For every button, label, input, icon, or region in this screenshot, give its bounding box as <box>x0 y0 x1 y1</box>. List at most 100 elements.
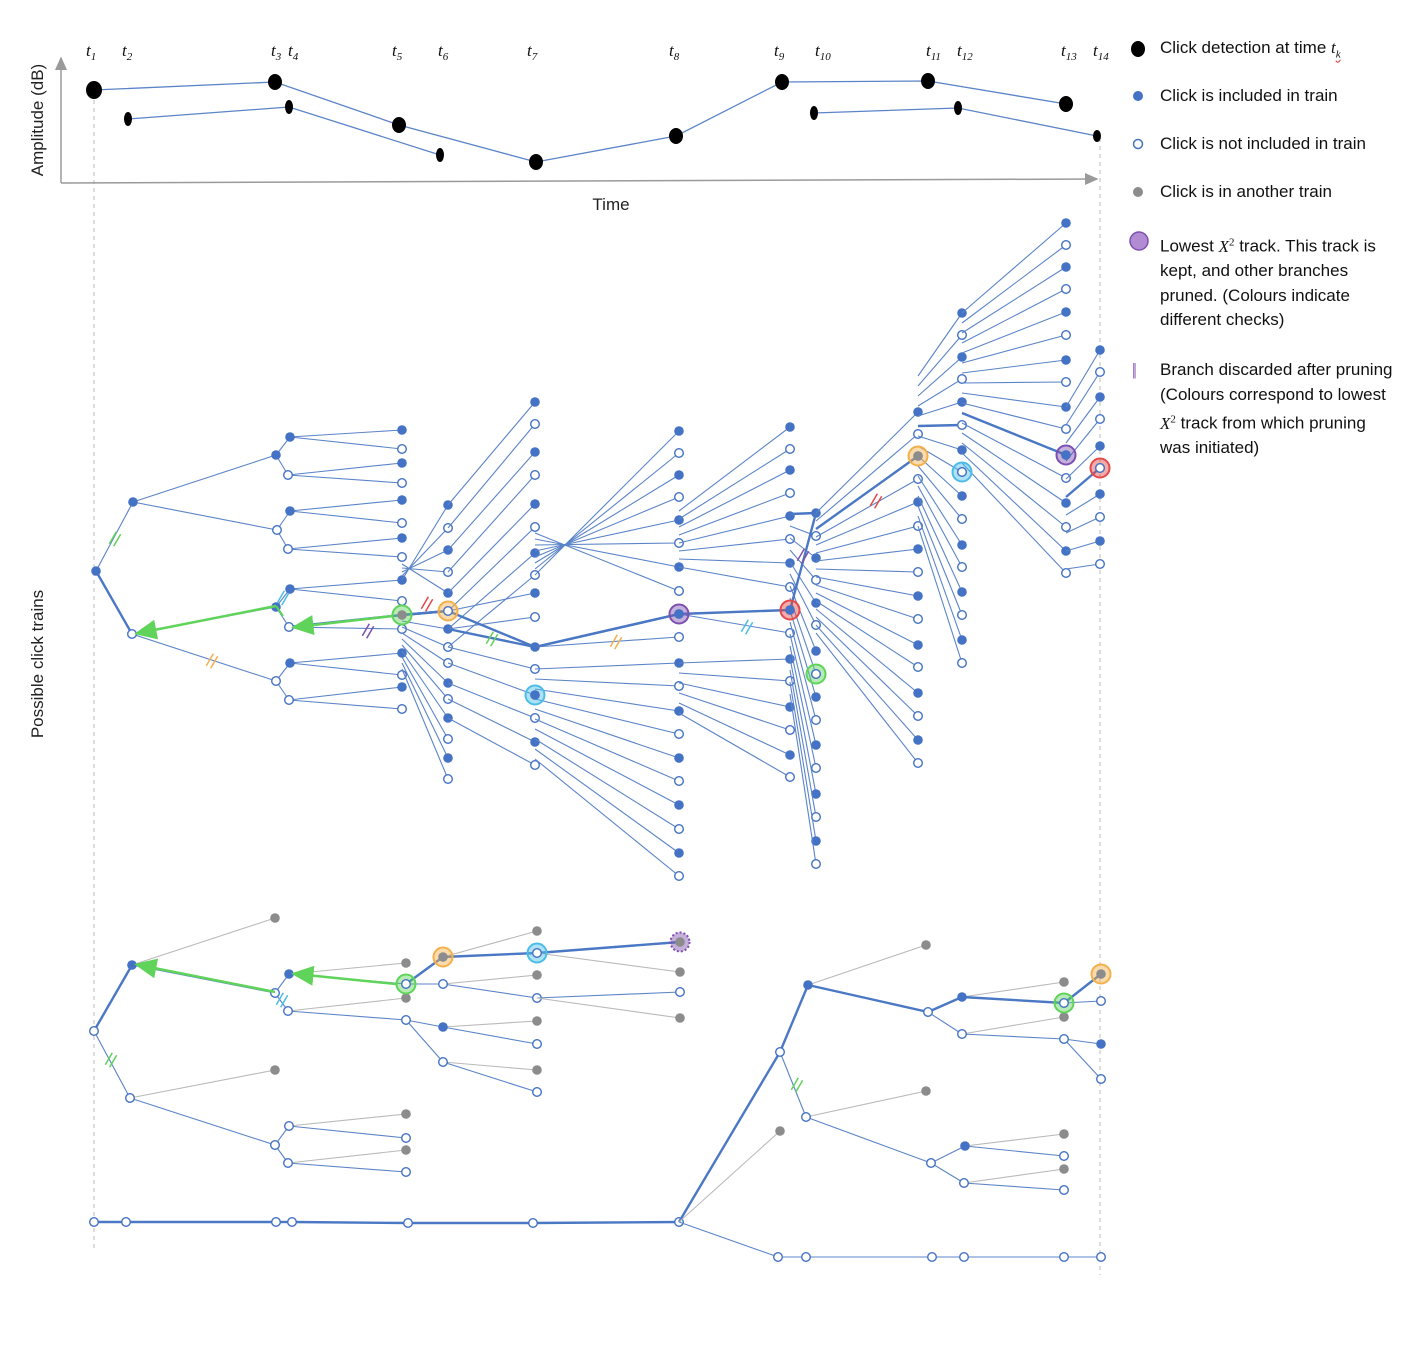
tree-edge <box>447 698 536 743</box>
node-not-included <box>1094 559 1105 570</box>
tree-edge <box>289 436 403 450</box>
node-not-included <box>926 1157 937 1168</box>
tree-edge <box>815 632 919 764</box>
node-included <box>285 506 295 516</box>
node-not-included <box>1058 1033 1069 1044</box>
node-other-train <box>532 1016 542 1026</box>
node-not-included <box>674 871 685 882</box>
tree-edge <box>815 600 919 668</box>
discard-mark-purple-2 <box>796 548 810 564</box>
tree-edge <box>534 532 680 592</box>
node-included <box>811 598 821 608</box>
node-not-included <box>957 514 968 525</box>
node-not-included <box>927 1251 938 1262</box>
tree-edge <box>789 573 817 626</box>
hollow-blue-node-icon <box>1132 138 1144 150</box>
tree-edge <box>961 1033 1065 1040</box>
tree-edge <box>131 917 276 966</box>
node-included <box>957 635 967 645</box>
tree-edge <box>678 608 791 616</box>
node-included <box>957 445 967 455</box>
node-not-included <box>674 729 685 740</box>
discard-stroke <box>108 531 117 545</box>
node-not-included <box>272 525 283 536</box>
node-not-included <box>674 586 685 597</box>
tree-edge <box>534 430 680 576</box>
time-label-sub: 10 <box>820 51 832 63</box>
discard-stroke <box>874 495 883 509</box>
time-label-9: t9 <box>774 41 785 63</box>
discard-stroke <box>795 1079 804 1093</box>
tree-edge <box>961 981 1065 998</box>
node-included <box>530 447 540 457</box>
tree-edge <box>961 995 1065 1005</box>
tree-edge <box>678 702 791 756</box>
discard-stroke <box>614 636 623 650</box>
tree-edge <box>401 650 449 719</box>
node-included <box>1095 536 1105 546</box>
node-not-included <box>401 1132 412 1143</box>
tree-edge <box>917 334 963 387</box>
node-not-included <box>270 1139 281 1150</box>
node-not-included <box>284 622 295 633</box>
node-included <box>913 688 923 698</box>
green-arrow-1 <box>134 604 277 640</box>
node-not-included <box>674 776 685 787</box>
tree-edge <box>917 401 963 417</box>
node-other-train <box>675 1013 685 1023</box>
node-included <box>674 706 684 716</box>
discard-mark-green-3 <box>104 1052 118 1068</box>
time-label-sub: 14 <box>1098 51 1110 63</box>
tree-edge <box>789 621 817 721</box>
tree-edge <box>917 378 963 407</box>
node-not-included <box>397 596 408 607</box>
legend-discard-a: Branch discarded after pruning (Colours … <box>1160 360 1393 404</box>
node-included <box>438 1022 448 1032</box>
tree-edge <box>447 503 536 594</box>
node-other-train <box>675 937 685 947</box>
tree-edge <box>961 442 1067 528</box>
node-not-included <box>443 734 454 745</box>
node-not-included <box>1060 568 1071 579</box>
tree-edge <box>534 758 680 877</box>
node-other-train <box>1059 1012 1069 1022</box>
node-other-train <box>921 940 931 950</box>
node-included <box>811 740 821 750</box>
discard-stroke <box>490 633 499 647</box>
node-other-train <box>913 451 923 461</box>
tree-edge <box>1065 445 1101 480</box>
node-not-included <box>1060 424 1071 435</box>
discard-mark-cyan-2 <box>740 619 754 635</box>
discard-stroke <box>869 493 878 507</box>
discard-mark-cyan-3 <box>275 992 289 1008</box>
node-included <box>1095 441 1105 451</box>
legend-detection-tk: tk <box>1331 38 1341 61</box>
node-not-included <box>401 1166 412 1177</box>
tree-edge <box>805 1116 932 1164</box>
tree-edge <box>1065 467 1101 498</box>
node-included <box>811 836 821 846</box>
tree-edge <box>405 1019 444 1028</box>
node-other-train <box>401 958 411 968</box>
node-not-included <box>785 772 796 783</box>
node-not-included <box>283 544 294 555</box>
node-not-included <box>443 774 454 785</box>
click-detection-3 <box>268 74 282 90</box>
node-not-included <box>775 1046 786 1057</box>
tree-edge <box>401 609 449 617</box>
node-not-included <box>957 374 968 385</box>
tree-edge <box>289 588 403 602</box>
discard-mark-orange-2 <box>609 634 623 650</box>
legend-included-text: Click is included in train <box>1160 86 1338 105</box>
tree-edge <box>442 1061 538 1093</box>
node-included <box>785 511 795 521</box>
tree-edge <box>961 359 1067 374</box>
node-included <box>127 960 137 970</box>
tree-edge <box>534 708 680 759</box>
node-not-included <box>957 1028 968 1039</box>
tree-edge <box>961 432 1067 504</box>
node-not-included <box>530 470 541 481</box>
tree-edge <box>288 699 403 710</box>
node-included <box>530 548 540 558</box>
